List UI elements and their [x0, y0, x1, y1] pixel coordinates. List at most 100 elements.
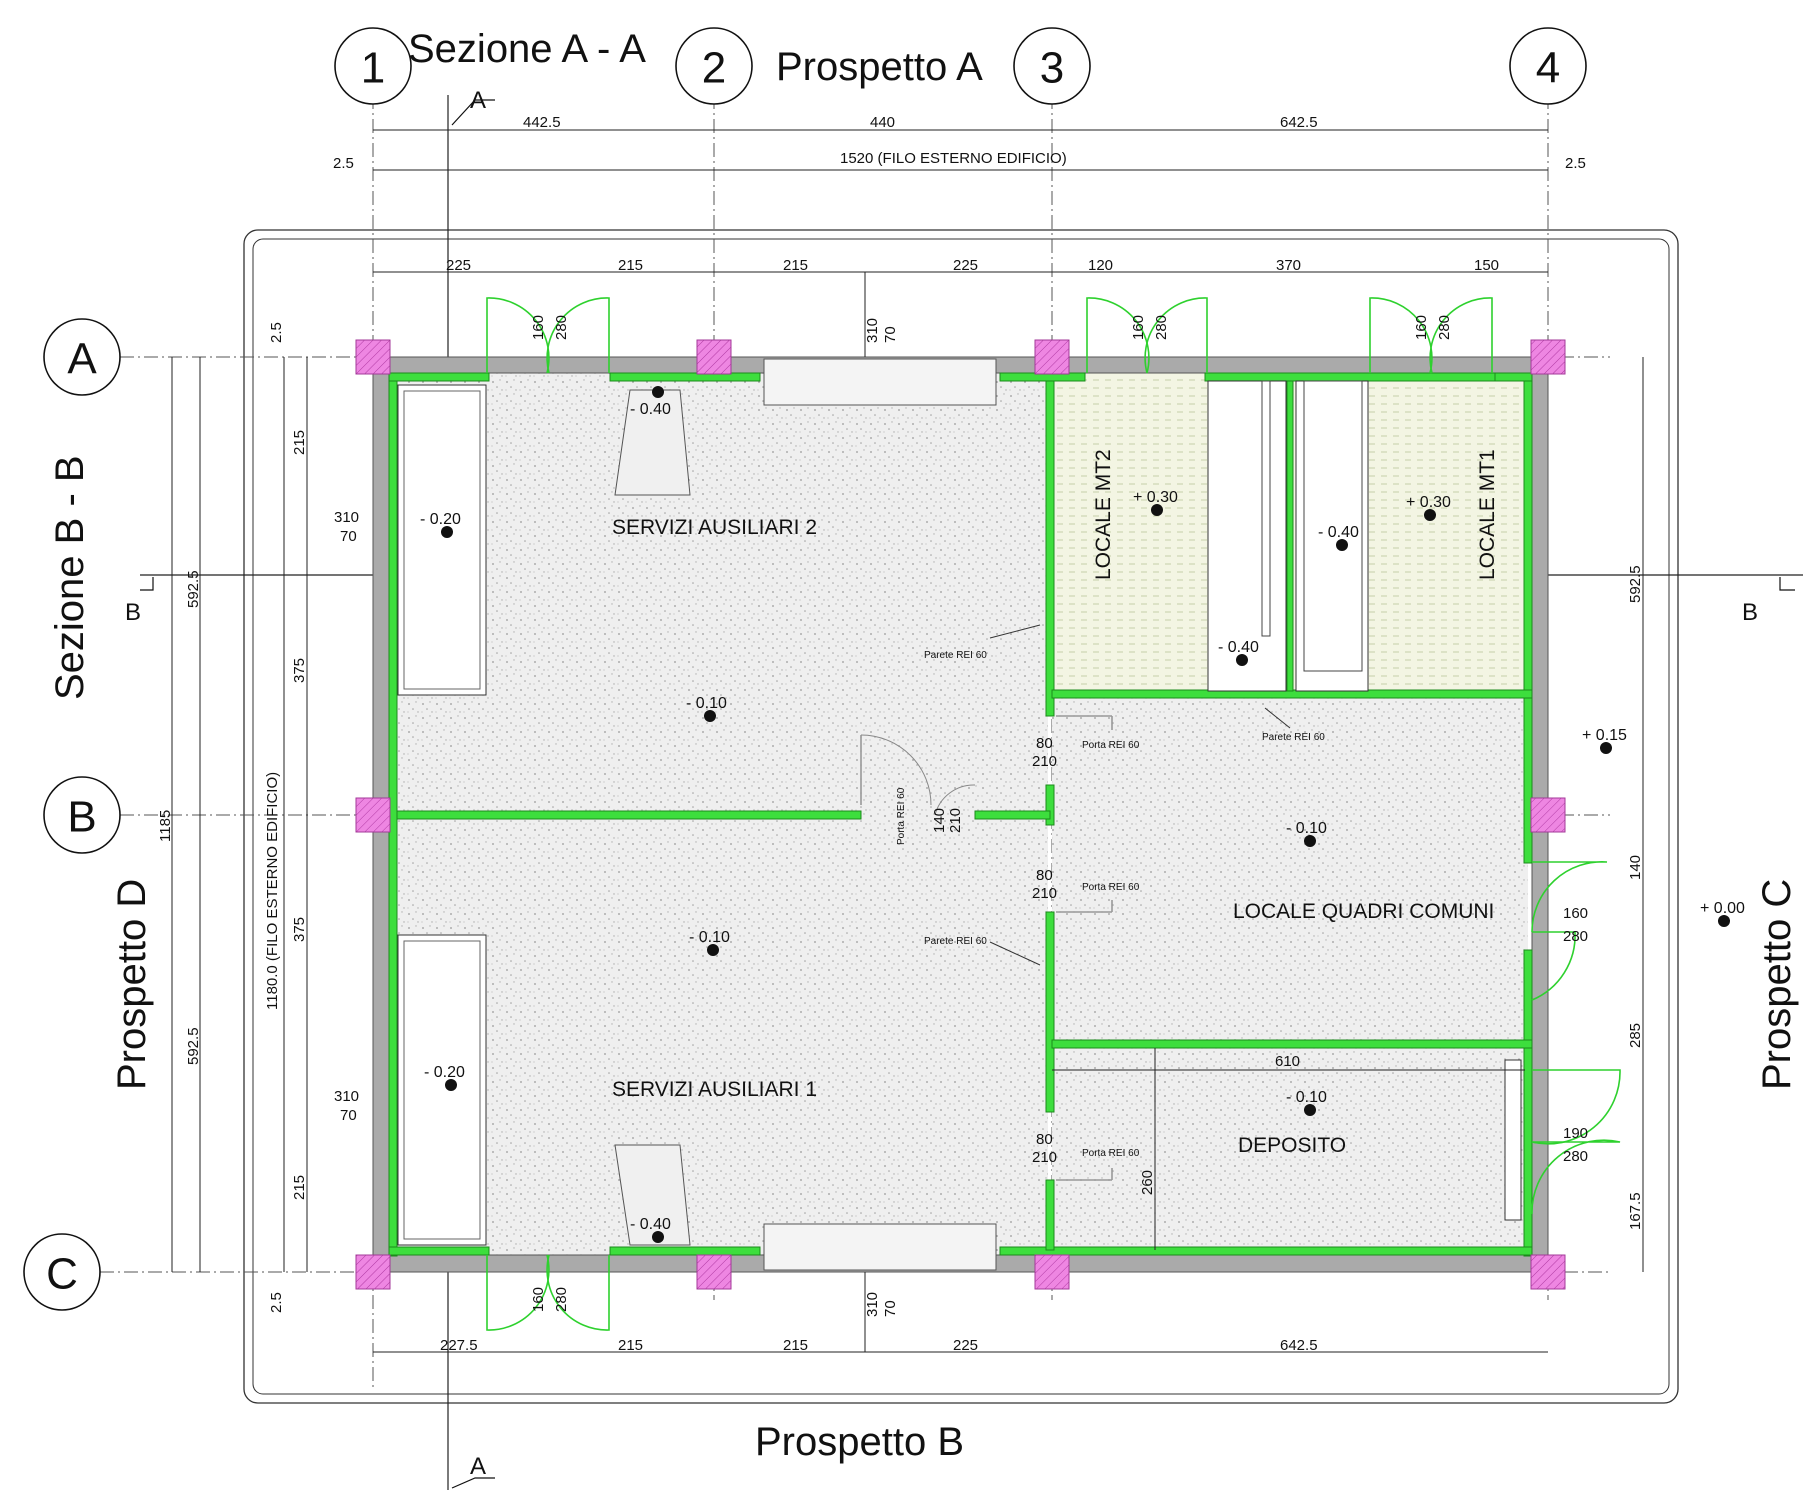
green-walls	[388, 372, 1533, 1257]
svg-text:B: B	[67, 793, 96, 842]
svg-text:- 0.10: - 0.10	[686, 695, 727, 712]
grid-bubble-4: 4	[1509, 27, 1587, 105]
room-label-deposito: DEPOSITO	[1238, 1134, 1346, 1157]
opening-labels: 160 280 160 280 160 280 160 280 310 70 3…	[334, 315, 1588, 1317]
svg-text:592.5: 592.5	[185, 1027, 202, 1065]
svg-text:- 0.40: - 0.40	[630, 1216, 671, 1233]
svg-text:215: 215	[783, 1337, 808, 1354]
svg-text:280: 280	[1563, 928, 1588, 945]
svg-text:592.5: 592.5	[185, 570, 202, 608]
svg-text:227.5: 227.5	[440, 1337, 478, 1354]
svg-text:- 0.20: - 0.20	[420, 511, 461, 528]
svg-text:310: 310	[334, 1088, 359, 1105]
svg-text:C: C	[46, 1250, 78, 1299]
svg-text:592.5: 592.5	[1627, 565, 1644, 603]
svg-text:- 0.10: - 0.10	[689, 929, 730, 946]
svg-text:A: A	[470, 1453, 486, 1480]
svg-text:Parete REI 60: Parete REI 60	[924, 650, 987, 661]
grid-bubble-2: 2	[675, 27, 753, 105]
right-dimensions: 592.5 140 285 167.5	[1627, 565, 1644, 1230]
svg-text:285: 285	[1627, 1023, 1644, 1048]
svg-text:Parete REI 60: Parete REI 60	[1262, 732, 1325, 743]
svg-text:225: 225	[446, 257, 471, 274]
bottom-dimensions: 227.5 215 215 225 642.5	[440, 1337, 1318, 1354]
svg-text:310: 310	[334, 509, 359, 526]
svg-text:310: 310	[864, 318, 881, 343]
dimension-lines	[171, 129, 1644, 1353]
svg-text:B: B	[1742, 599, 1758, 626]
svg-text:215: 215	[291, 1175, 308, 1200]
svg-text:310: 310	[864, 1292, 881, 1317]
svg-text:140: 140	[931, 808, 948, 833]
platform-outline	[243, 229, 1679, 1404]
svg-text:370: 370	[1276, 257, 1301, 274]
svg-text:167.5: 167.5	[1627, 1192, 1644, 1230]
svg-text:1: 1	[361, 44, 385, 93]
svg-text:+ 0.15: + 0.15	[1582, 727, 1627, 744]
svg-text:210: 210	[1032, 885, 1057, 902]
section-mark-b-left: B	[125, 577, 154, 626]
svg-text:B: B	[125, 599, 141, 626]
section-mark-a-bottom: A	[451, 1453, 495, 1489]
svg-text:610: 610	[1275, 1053, 1300, 1070]
svg-text:Porta REI 60: Porta REI 60	[1082, 882, 1140, 893]
svg-text:Porta REI 60: Porta REI 60	[1082, 740, 1140, 751]
svg-text:280: 280	[553, 1287, 570, 1312]
svg-text:1180.0 (FILO ESTERNO EDIFICIO): 1180.0 (FILO ESTERNO EDIFICIO)	[264, 772, 281, 1010]
svg-text:3: 3	[1040, 44, 1064, 93]
svg-text:215: 215	[291, 430, 308, 455]
svg-text:260: 260	[1139, 1170, 1156, 1195]
exterior-doors	[486, 297, 1621, 1331]
grid-bubble-3: 3	[1013, 27, 1091, 105]
svg-text:160: 160	[1130, 315, 1147, 340]
svg-text:A: A	[67, 335, 97, 384]
svg-text:375: 375	[291, 917, 308, 942]
svg-text:190: 190	[1563, 1125, 1588, 1142]
svg-text:120: 120	[1088, 257, 1113, 274]
svg-text:642.5: 642.5	[1280, 114, 1318, 131]
svg-text:280: 280	[1436, 315, 1453, 340]
room-label-quadri-comuni: LOCALE QUADRI COMUNI	[1233, 900, 1494, 923]
title-prospetto-d: Prospetto D	[110, 879, 154, 1090]
svg-text:- 0.40: - 0.40	[1318, 524, 1359, 541]
svg-text:140: 140	[1627, 855, 1644, 880]
svg-text:642.5: 642.5	[1280, 1337, 1318, 1354]
svg-text:225: 225	[953, 257, 978, 274]
room-label-servizi-1: SERVIZI AUSILIARI 1	[612, 1078, 817, 1101]
svg-text:215: 215	[618, 1337, 643, 1354]
svg-text:210: 210	[947, 808, 964, 833]
top-dimensions: 442.5 440 642.5 1520 (FILO ESTERNO EDIFI…	[333, 114, 1586, 274]
svg-text:160: 160	[1563, 905, 1588, 922]
svg-text:442.5: 442.5	[523, 114, 561, 131]
stairs	[614, 389, 691, 1246]
section-mark-b-right: B	[1742, 577, 1795, 626]
title-sezione-bb: Sezione B - B	[48, 455, 92, 700]
svg-text:Porta REI 60: Porta REI 60	[896, 787, 907, 845]
svg-text:Parete REI 60: Parete REI 60	[924, 936, 987, 947]
svg-text:- 0.10: - 0.10	[1286, 1089, 1327, 1106]
svg-text:70: 70	[882, 326, 899, 343]
columns	[355, 339, 1566, 1290]
svg-text:80: 80	[1036, 1131, 1053, 1148]
svg-text:- 0.40: - 0.40	[630, 401, 671, 418]
svg-text:215: 215	[783, 257, 808, 274]
svg-text:+ 0.30: + 0.30	[1406, 494, 1451, 511]
title-prospetto-b: Prospetto B	[755, 1420, 964, 1464]
svg-text:210: 210	[1032, 1149, 1057, 1166]
grid-bubble-b: B	[43, 776, 121, 854]
svg-text:+ 0.00: + 0.00	[1700, 900, 1745, 917]
svg-text:1520 (FILO ESTERNO EDIFICIO): 1520 (FILO ESTERNO EDIFICIO)	[840, 150, 1067, 167]
svg-text:210: 210	[1032, 753, 1057, 770]
svg-text:2: 2	[702, 44, 726, 93]
svg-text:1185: 1185	[157, 810, 174, 842]
svg-text:Porta REI 60: Porta REI 60	[1082, 1148, 1140, 1159]
room-label-mt1: LOCALE MT1	[1476, 449, 1499, 580]
svg-text:280: 280	[553, 315, 570, 340]
platform-inner-outline	[252, 238, 1670, 1395]
section-mark-a-top: A	[451, 87, 495, 126]
svg-text:225: 225	[953, 1337, 978, 1354]
svg-text:70: 70	[340, 1107, 357, 1124]
title-prospetto-c: Prospetto C	[1755, 879, 1799, 1090]
